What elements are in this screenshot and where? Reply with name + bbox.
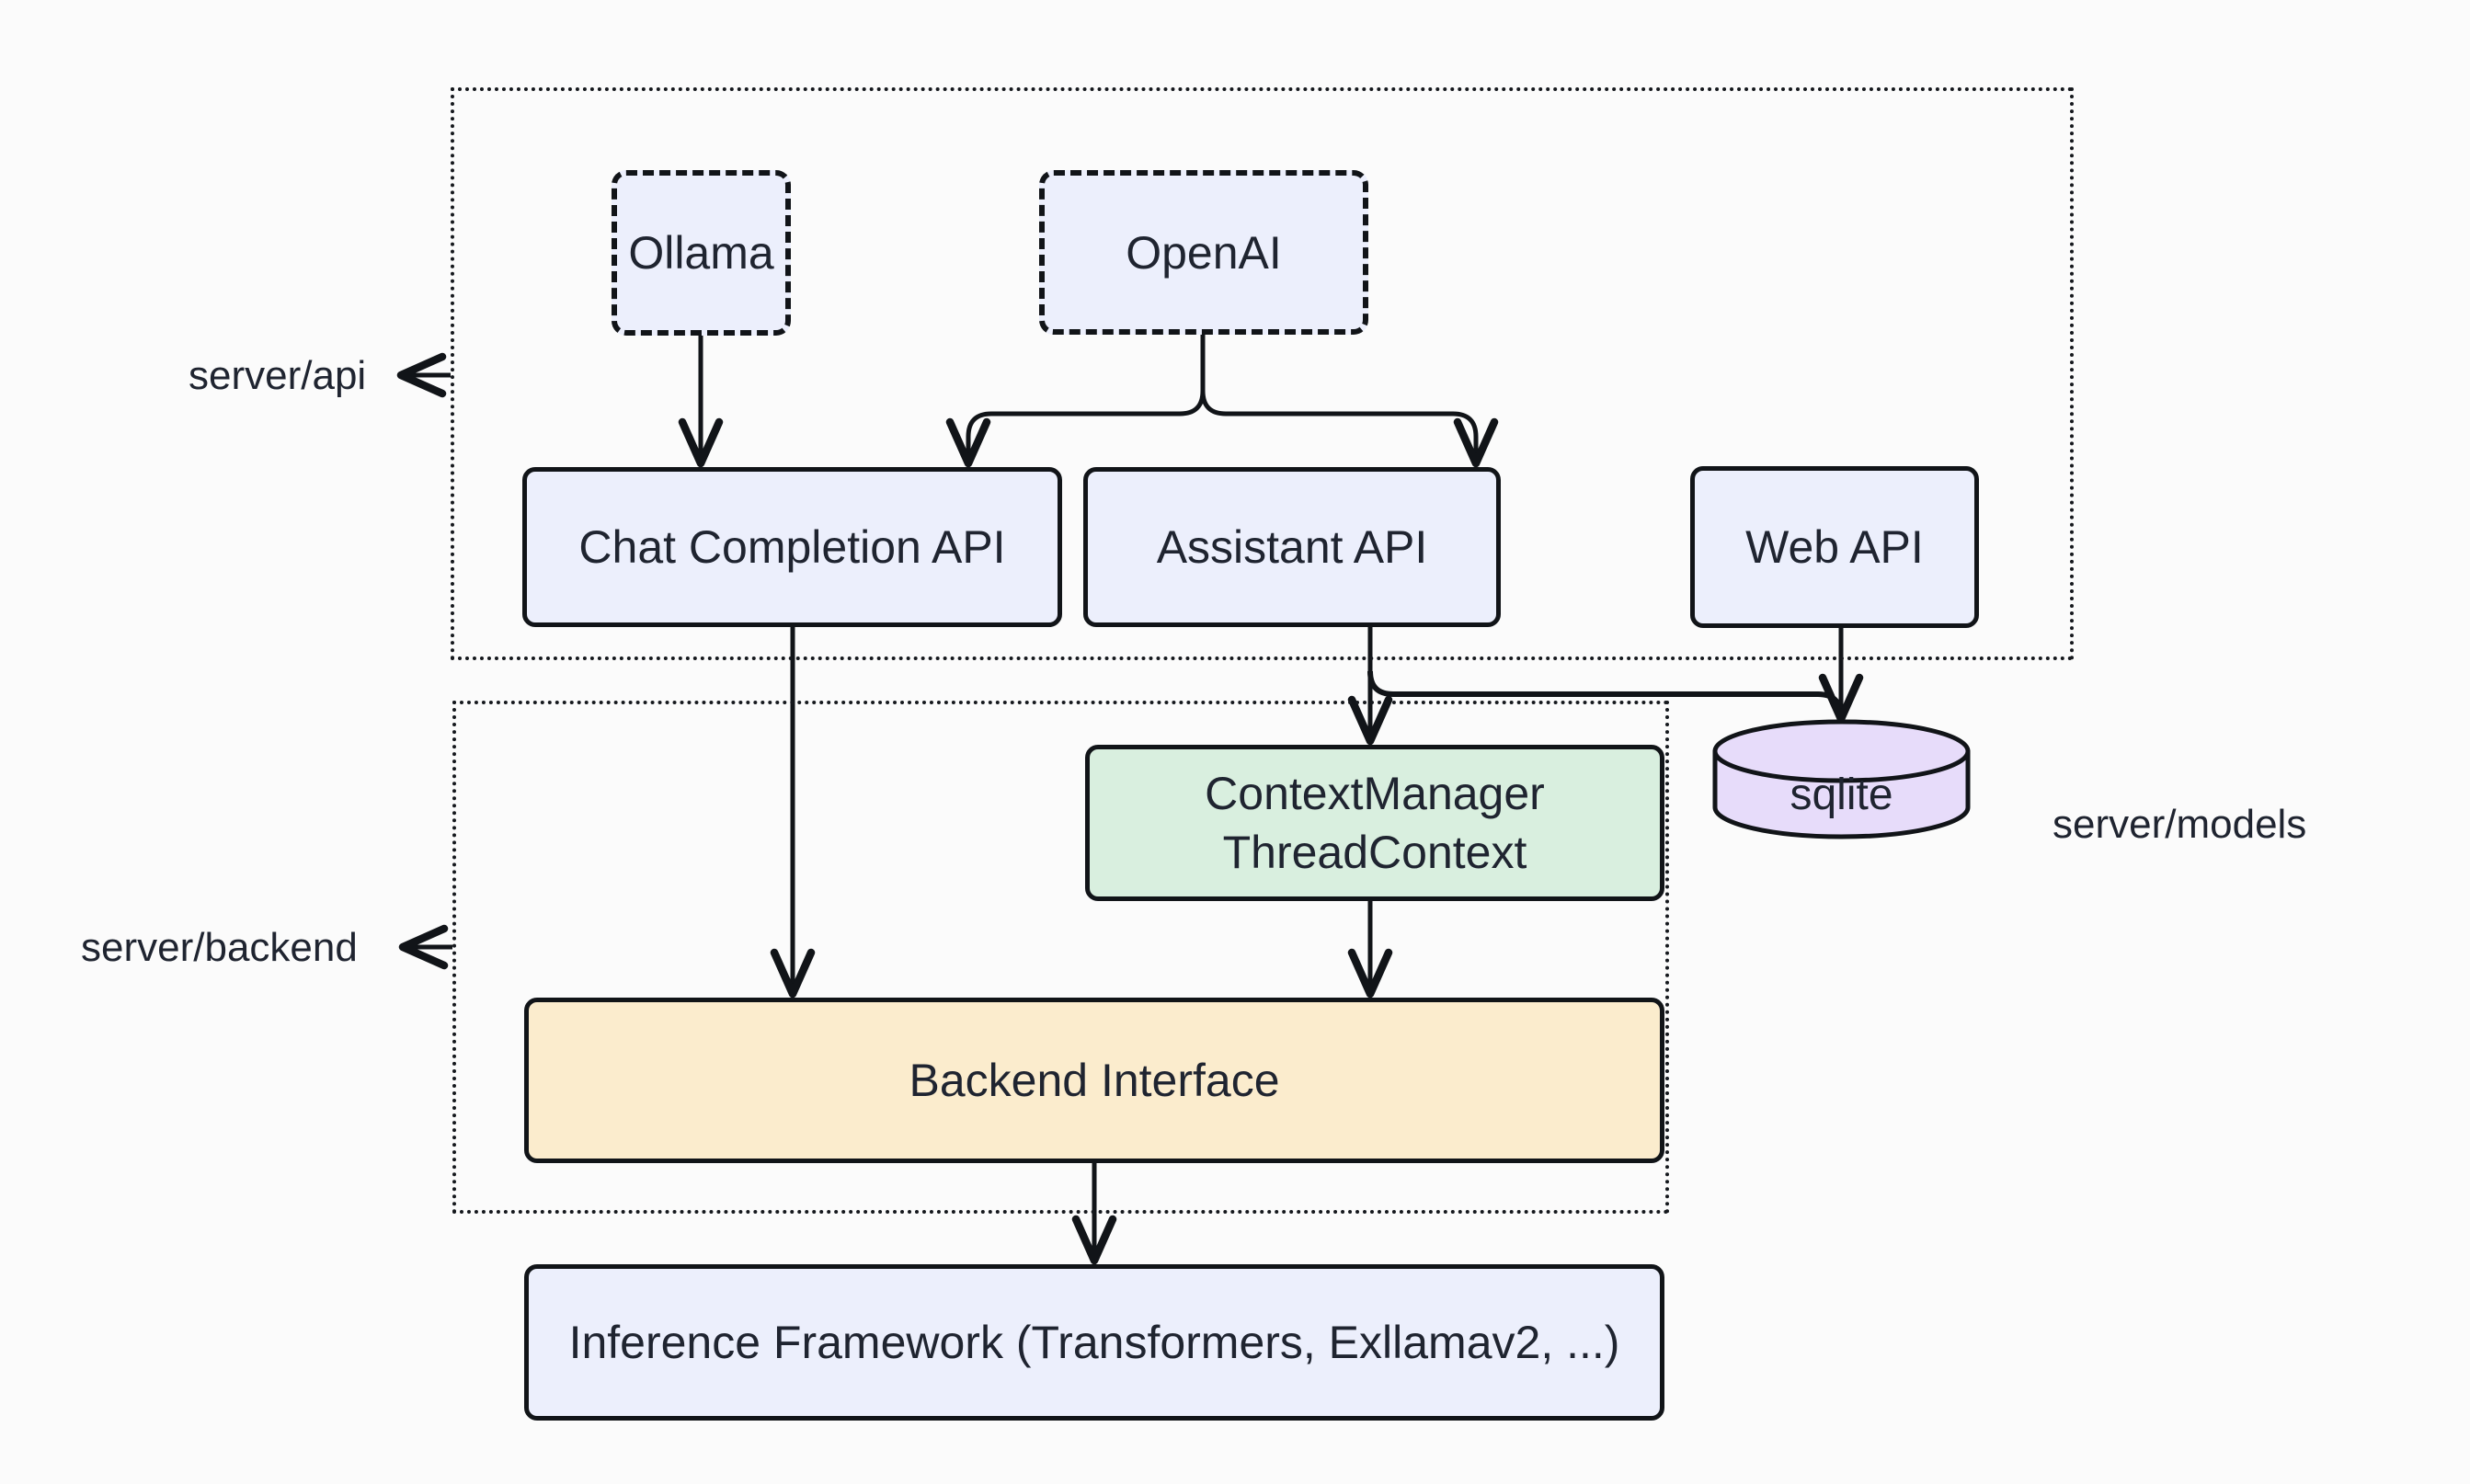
node-assistant-api[interactable]: Assistant API	[1083, 467, 1501, 627]
node-backend-interface[interactable]: Backend Interface	[524, 998, 1664, 1163]
cluster-label-server-backend: server/backend	[81, 925, 358, 970]
cluster-label-server-api: server/api	[189, 353, 367, 398]
cluster-server-backend	[452, 701, 1669, 1214]
edge-openai-to-assistant	[1200, 335, 1499, 468]
label-server-models: server/models	[2053, 802, 2307, 847]
node-sqlite[interactable]: sqlite	[1790, 771, 1893, 820]
node-web-api[interactable]: Web API	[1690, 466, 1979, 628]
node-inference-framework[interactable]: Inference Framework (Transformers, Exlla…	[524, 1264, 1664, 1421]
sqlite-cylinder-shape	[1712, 719, 1971, 839]
node-ollama[interactable]: Ollama	[612, 170, 791, 336]
cluster-server-api	[451, 87, 2074, 660]
node-context-manager[interactable]: ContextManager ThreadContext	[1085, 745, 1664, 901]
edge-openai-to-chat	[945, 335, 1206, 468]
node-openai[interactable]: OpenAI	[1039, 170, 1368, 335]
node-chat-completion-api[interactable]: Chat Completion API	[522, 467, 1062, 627]
